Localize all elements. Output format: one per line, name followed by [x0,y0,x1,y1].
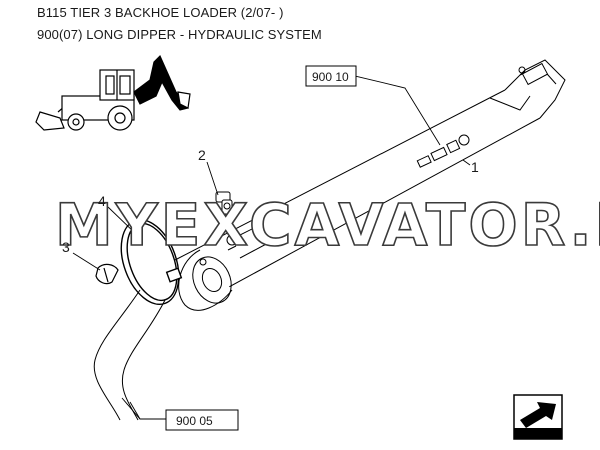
leader-lines [72,74,471,420]
next-page-arrow-icon[interactable] [513,394,563,440]
hydraulic-cylinder [174,59,566,311]
callout-1: 1 [471,159,479,175]
hose-clamp-part-4 [120,219,183,305]
watermark-text: MYEXCAVATOR.RU [55,191,600,259]
page-subtitle: 900(07) LONG DIPPER - HYDRAULIC SYSTEM [37,27,322,42]
callout-3: 3 [62,239,70,255]
ref-900-10[interactable]: 900 10 [305,65,357,87]
ref-900-10-label: 900 10 [312,70,349,84]
hydraulic-hose [93,289,166,421]
elbow-fitting-part-2 [215,191,233,215]
callout-4: 4 [98,193,106,209]
callout-2: 2 [198,147,206,163]
backhoe-loader-icon [35,54,191,131]
ref-900-05[interactable]: 900 05 [165,409,239,431]
ref-900-05-label: 900 05 [176,414,213,428]
wing-clip-part-3 [95,263,119,285]
fitting-part-1 [416,134,470,168]
page-title: B115 TIER 3 BACKHOE LOADER (2/07- ) [37,5,284,20]
